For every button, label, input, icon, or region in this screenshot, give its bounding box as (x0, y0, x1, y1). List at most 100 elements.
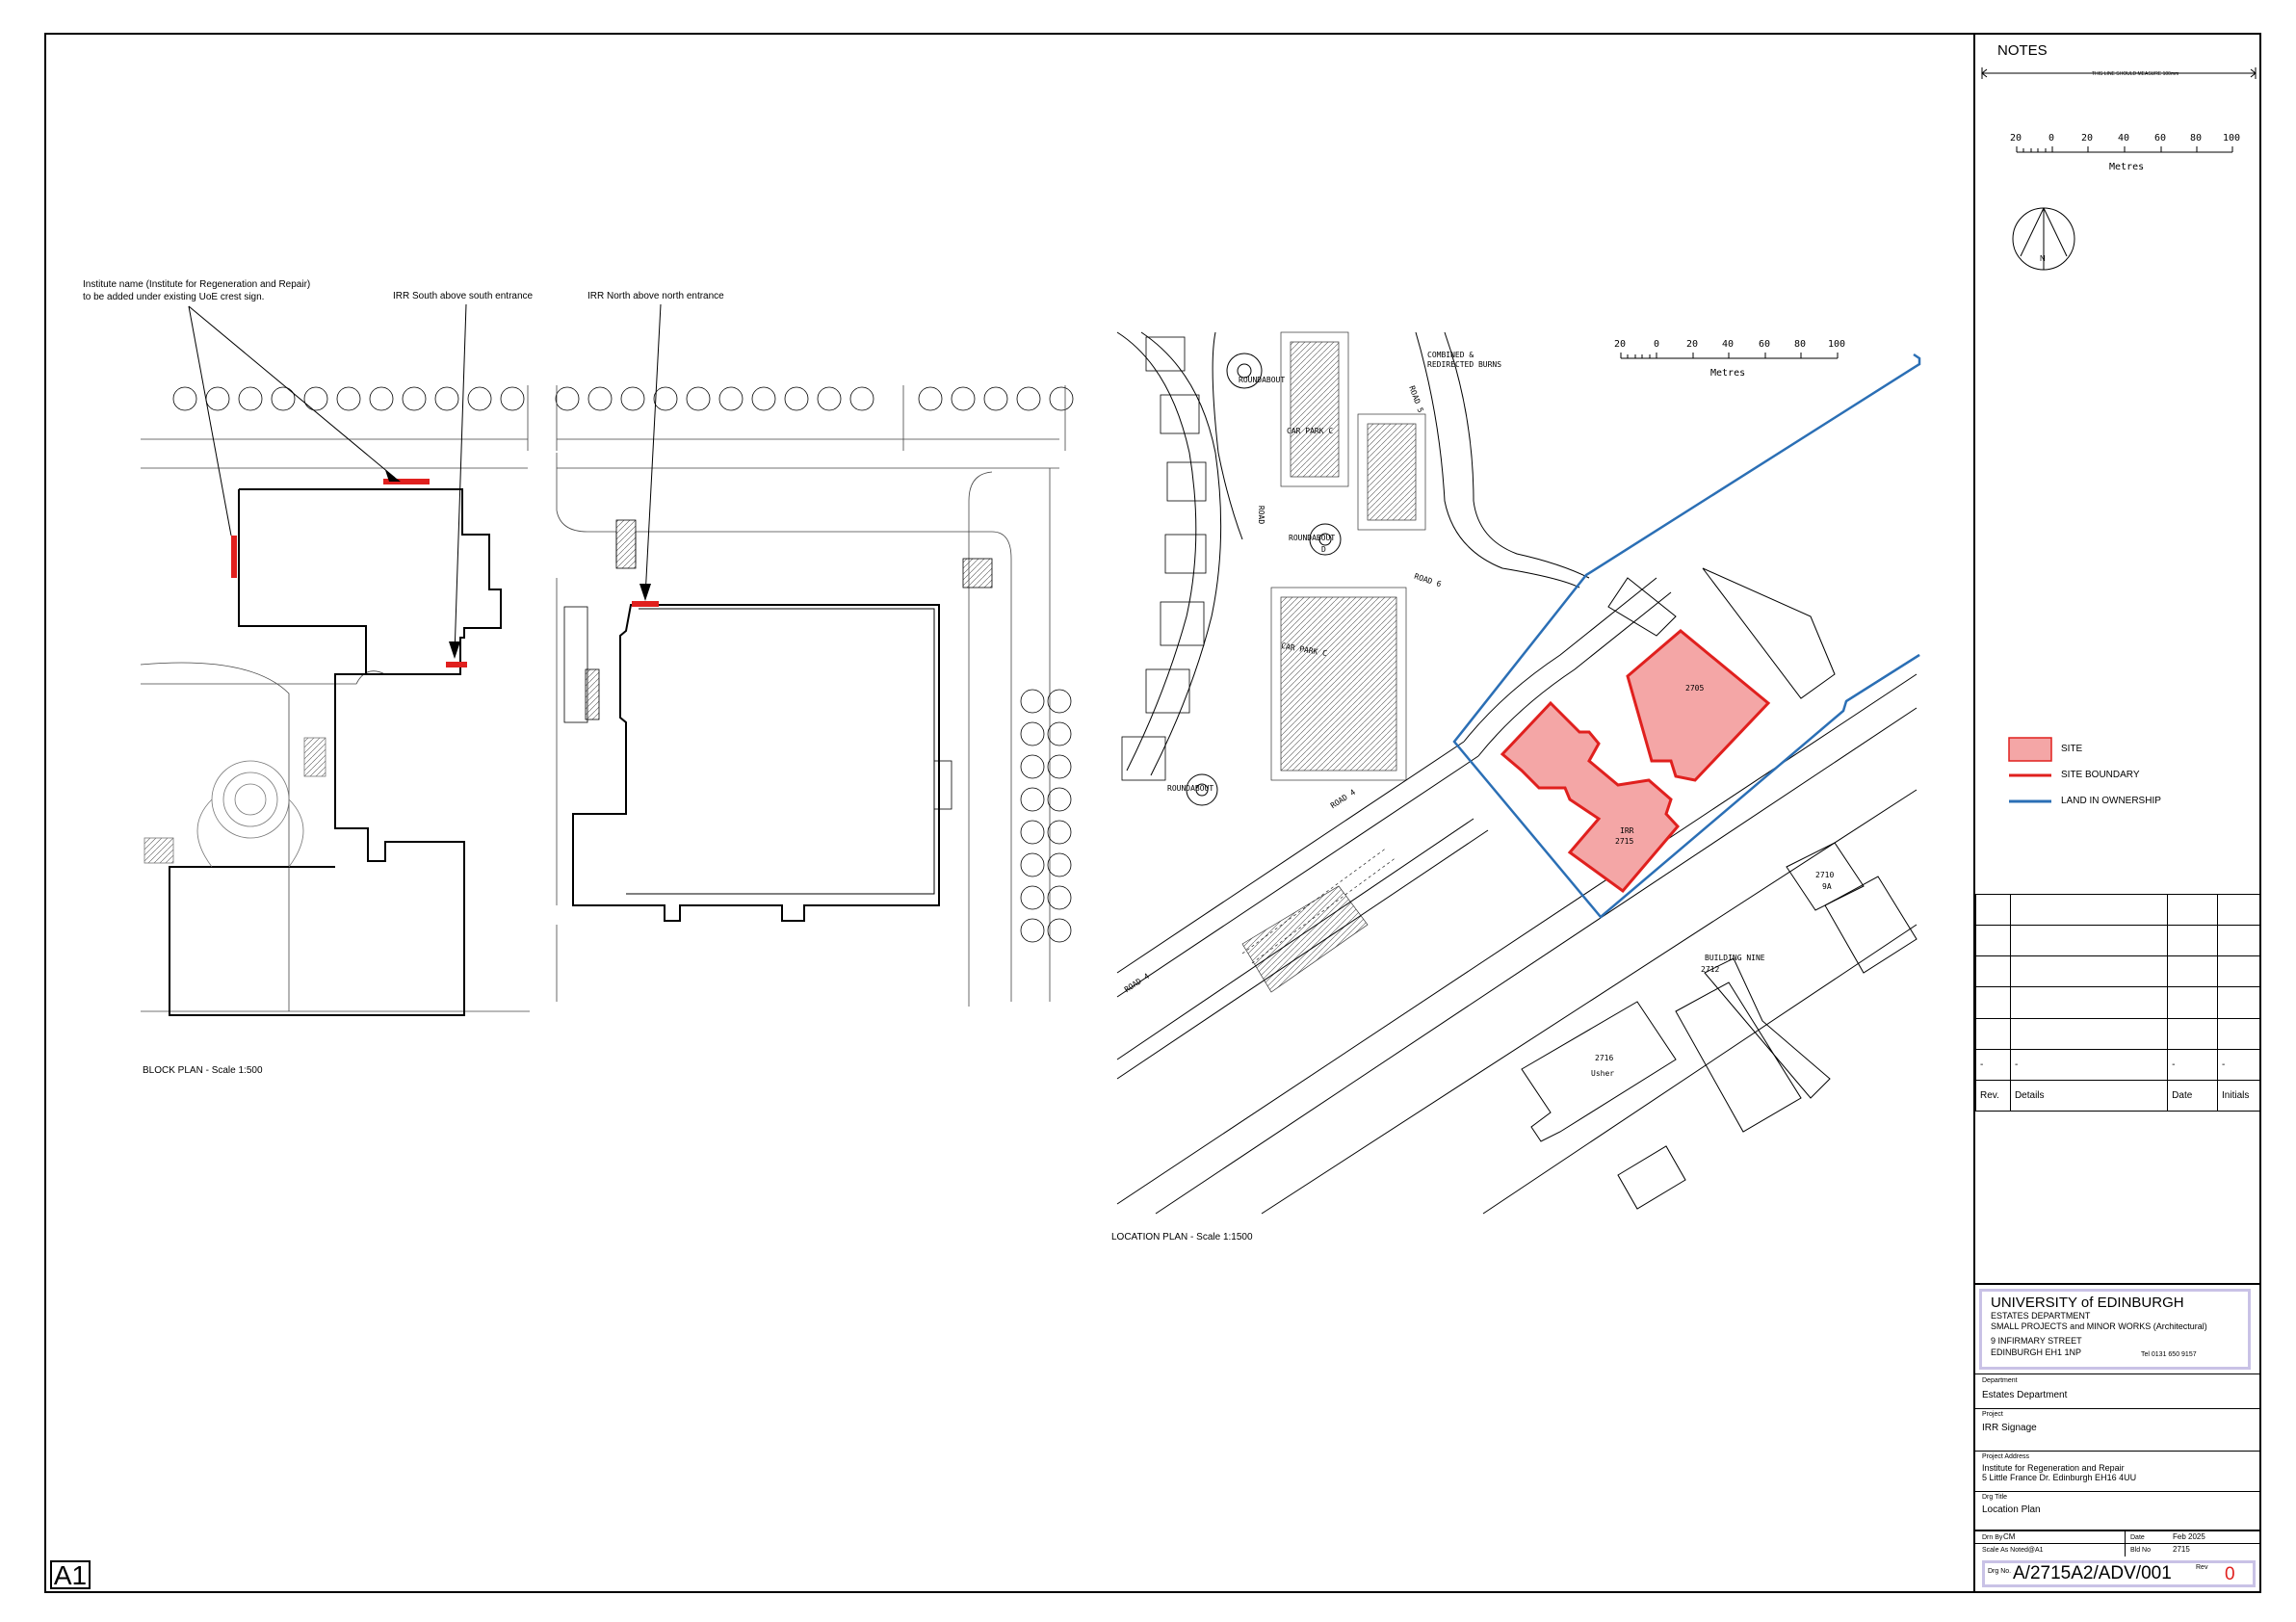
legend-boundary-label: SITE BOUNDARY (2061, 770, 2140, 780)
tb-divider (1975, 1451, 2260, 1452)
block-plan (140, 303, 1074, 1016)
drawing-number: A/2715A2/ADV/001 (2013, 1563, 2172, 1583)
legend-site-label: SITE (2061, 744, 2083, 754)
map-label: D (1321, 545, 1326, 554)
date-value: Feb 2025 (2173, 1532, 2205, 1541)
notes-scale-tick: 100 (2223, 133, 2241, 144)
notes-scale-tick: 60 (2154, 133, 2167, 144)
notes-heading: NOTES (1997, 42, 2048, 59)
notes-scale-tick: 20 (2010, 133, 2022, 144)
measure-line-note: THIS LINE SHOULD MEASURE 100mm (2092, 71, 2179, 77)
map-label: 2715 (1615, 837, 1634, 846)
map-label: CAR PARK C (1287, 427, 1334, 435)
block-building (169, 488, 502, 1016)
tb-divider (1975, 1373, 2260, 1374)
map-label: ROUNDABOUT (1239, 376, 1286, 384)
title-block-divider (1975, 1283, 2260, 1285)
land-in-ownership (1452, 353, 1921, 919)
map-label: 2705 (1685, 684, 1705, 693)
leader-lines (188, 303, 662, 656)
drn-by-label: Drn By (1982, 1534, 2003, 1541)
tb-divider (1975, 1530, 2260, 1531)
tb-divider (1975, 1543, 2260, 1544)
rev-header: Rev. (1975, 1079, 2011, 1112)
location-scale-bar (1620, 353, 1839, 359)
address-line1: Institute for Regeneration and Repair (1982, 1463, 2125, 1473)
estates-dept: ESTATES DEPARTMENT (1991, 1311, 2091, 1321)
tb-divider (1975, 1491, 2260, 1492)
scale-label: Scale As Noted@A1 (1982, 1547, 2044, 1554)
revision-header-row: Rev. Details Date Initials (1975, 1079, 2260, 1112)
loc-scale-tick: 100 (1828, 339, 1846, 350)
department-value: Estates Department (1982, 1390, 2068, 1400)
map-label: Usher (1591, 1069, 1615, 1078)
revision-row: - - - - (1975, 1048, 2260, 1081)
section-name: SMALL PROJECTS and MINOR WORKS (Architec… (1991, 1321, 2207, 1331)
drg-no-label: Drg No. (1988, 1568, 2012, 1575)
institute-note-line1: Institute name (Institute for Regenerati… (83, 279, 311, 290)
telephone: Tel 0131 650 9157 (2141, 1351, 2197, 1358)
notes-scale-unit: Metres (2109, 162, 2145, 172)
revision-number: 0 (2225, 1564, 2235, 1584)
title-panel (1973, 33, 2261, 1593)
loc-scale-tick: 20 (1686, 339, 1699, 350)
drg-title-label: Drg Title (1982, 1494, 2008, 1501)
loc-scale-tick: 20 (1614, 339, 1627, 350)
revision-row (1975, 925, 2260, 957)
revision-row (1975, 955, 2260, 988)
map-label: ROUNDABOUT (1167, 784, 1214, 793)
department-label: Department (1982, 1377, 2018, 1384)
revision-row (1975, 986, 2260, 1019)
address-label: Project Address (1982, 1453, 2030, 1460)
map-label: 2716 (1595, 1054, 1614, 1062)
loc-scale-tick: 80 (1794, 339, 1807, 350)
bld-no-value: 2715 (2173, 1545, 2190, 1554)
university-title-box: UNIVERSITY of EDINBURGH ESTATES DEPARTME… (1979, 1289, 2251, 1370)
loc-scale-tick: 60 (1759, 339, 1771, 350)
block-plan-caption: BLOCK PLAN - Scale 1:500 (143, 1065, 263, 1076)
map-label: 2710 (1815, 871, 1835, 879)
map-label: BUILDING NINE (1705, 954, 1765, 962)
rev-dash: - (2009, 1048, 2169, 1081)
tree-row (172, 386, 1074, 411)
revision-row (1975, 1017, 2260, 1050)
map-label: IRR (1620, 826, 1634, 835)
block-building-right (572, 604, 940, 922)
north-letter: N (2040, 254, 2046, 263)
map-label: COMBINED & (1427, 351, 1474, 359)
map-label: ROUNDABOUT (1289, 534, 1336, 542)
location-plan-caption: LOCATION PLAN - Scale 1:1500 (1111, 1232, 1253, 1243)
notes-scale-tick: 20 (2081, 133, 2094, 144)
sign-locations (231, 479, 659, 667)
drawing-frame (44, 33, 2261, 1593)
address-line2: 5 Little France Dr. Edinburgh EH16 4UU (1982, 1473, 2137, 1482)
details-header: Details (2009, 1079, 2169, 1112)
drawing-number-box (1982, 1560, 2256, 1587)
legend-ownership-label: LAND IN OWNERSHIP (2061, 796, 2161, 806)
rev-dash: - (2167, 1048, 2219, 1081)
bld-no-label: Bld No (2130, 1547, 2152, 1554)
irr-north-note: IRR North above north entrance (587, 291, 724, 301)
notes-scale-tick: 80 (2190, 133, 2203, 144)
project-label: Project (1982, 1411, 2003, 1418)
irr-south-note: IRR South above south entrance (393, 291, 534, 301)
institute-note-line2: to be added under existing UoE crest sig… (83, 292, 265, 302)
rev-dash: - (1975, 1048, 2011, 1081)
initials-header: Initials (2217, 1079, 2260, 1112)
map-label: ROAD (1257, 505, 1266, 525)
notes-graphics (1981, 67, 2257, 271)
drn-by-value: CM (2003, 1532, 2016, 1541)
loc-scale-tick: 0 (1654, 339, 1660, 350)
site-irr-2715 (1500, 700, 1681, 894)
drg-title-value: Location Plan (1982, 1504, 2041, 1515)
sheet-size-label: A1 (50, 1560, 91, 1589)
date-label: Date (2130, 1534, 2145, 1541)
notes-scale-tick: 40 (2118, 133, 2130, 144)
rev-label: Rev (2196, 1564, 2208, 1571)
project-value: IRR Signage (1982, 1423, 2037, 1433)
revision-table: - - - - Rev. Details Date Initials (1975, 893, 2260, 1112)
loc-scale-tick: 40 (1722, 339, 1735, 350)
legend-site-swatch (2008, 737, 2052, 762)
rev-dash: - (2217, 1048, 2260, 1081)
